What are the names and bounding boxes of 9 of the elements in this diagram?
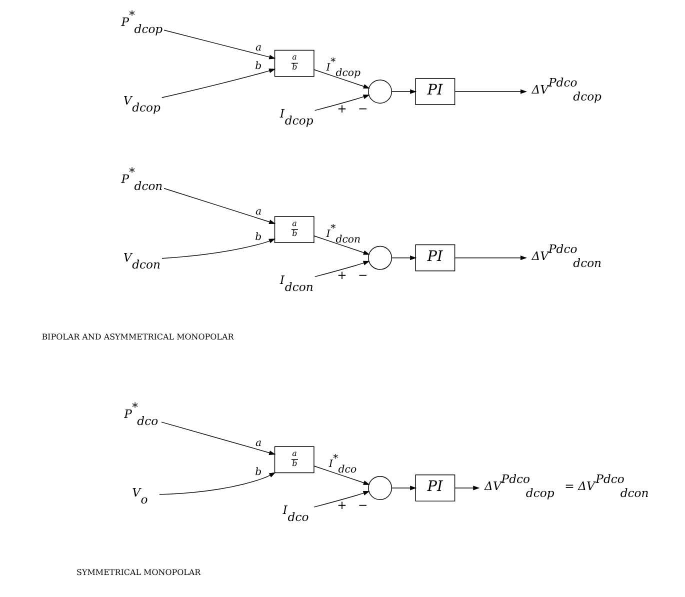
- node-label: + −: [336, 102, 368, 116]
- edge-label: b: [254, 61, 262, 72]
- node-label: + −: [336, 498, 368, 512]
- edge-label: b: [254, 232, 262, 243]
- edge-label: a: [255, 206, 262, 218]
- edge-label: a: [255, 42, 262, 54]
- edge-label: a: [255, 438, 262, 450]
- edge-label: b: [254, 467, 262, 478]
- node-label: + −: [336, 268, 368, 282]
